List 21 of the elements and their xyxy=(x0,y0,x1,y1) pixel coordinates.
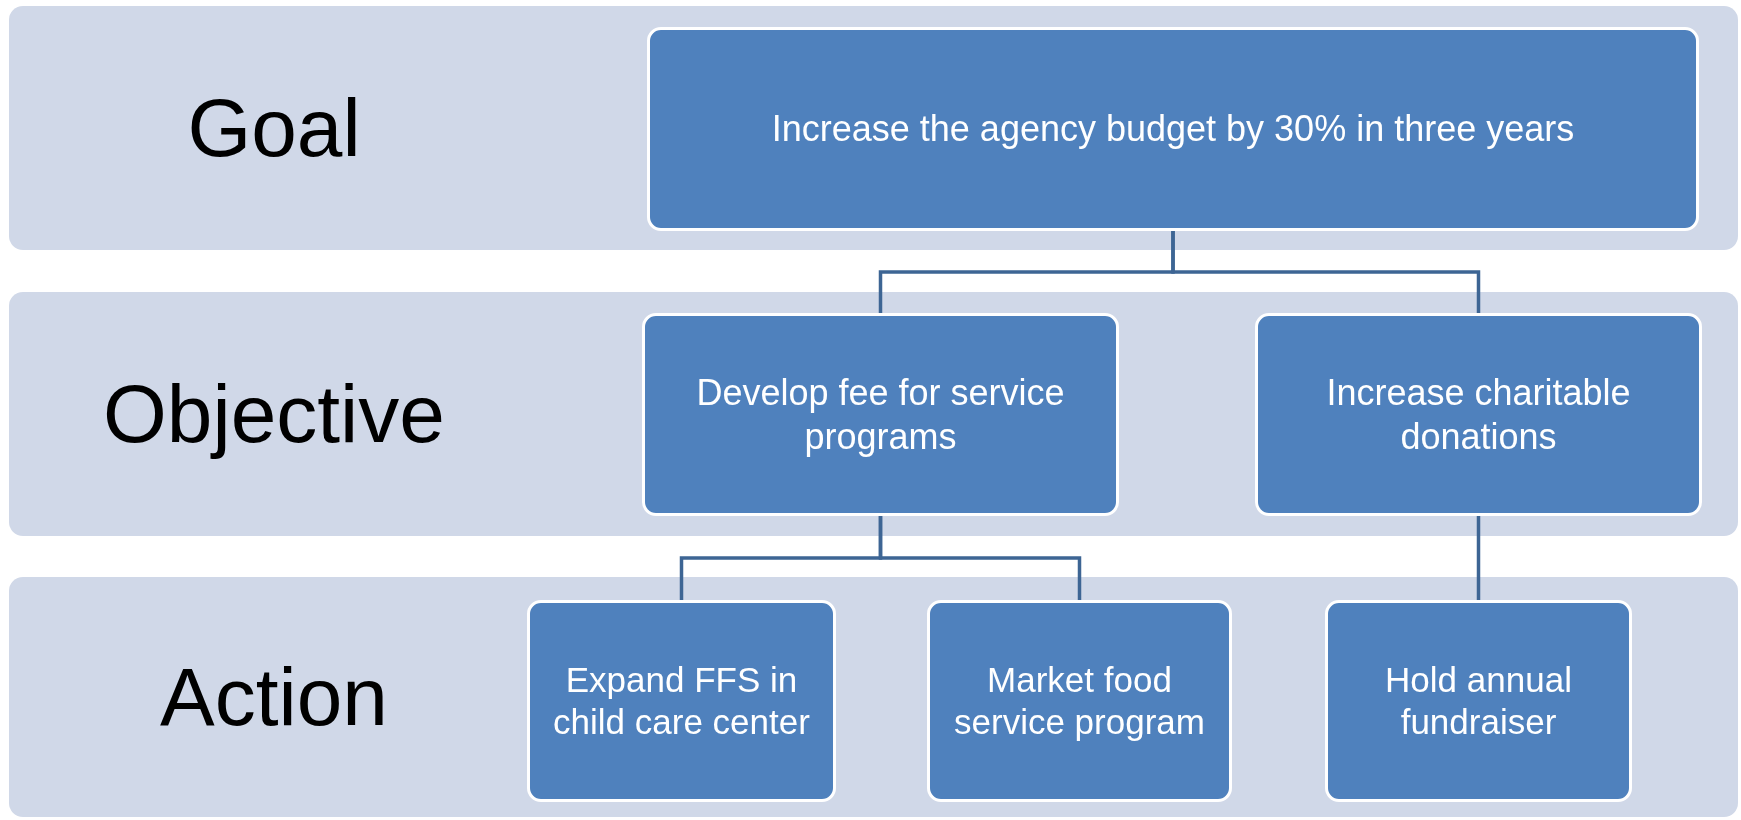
box-text: Develop fee for service programs xyxy=(695,371,1066,458)
connector-line xyxy=(1476,516,1481,600)
process-box xyxy=(527,600,836,802)
level-band xyxy=(9,6,1738,250)
box-text: Expand FFS in child care center xyxy=(552,659,811,743)
process-box xyxy=(647,27,1699,231)
box-text: Market food service program xyxy=(953,659,1206,743)
box-text: Hold annual fundraiser xyxy=(1384,659,1573,743)
process-box xyxy=(642,313,1119,516)
connector-line xyxy=(878,516,1082,600)
box-text: Increase charitable donations xyxy=(1325,371,1632,458)
level-label: Goal xyxy=(186,82,362,174)
process-box xyxy=(1325,600,1632,802)
connector-line xyxy=(1171,231,1481,313)
level-label: Objective xyxy=(102,368,446,460)
level-band xyxy=(9,577,1738,817)
process-box xyxy=(927,600,1232,802)
process-box xyxy=(1255,313,1702,516)
level-label: Action xyxy=(159,651,389,743)
level-band xyxy=(9,292,1738,536)
box-text: Increase the agency budget by 30% in three years xyxy=(771,107,1575,151)
